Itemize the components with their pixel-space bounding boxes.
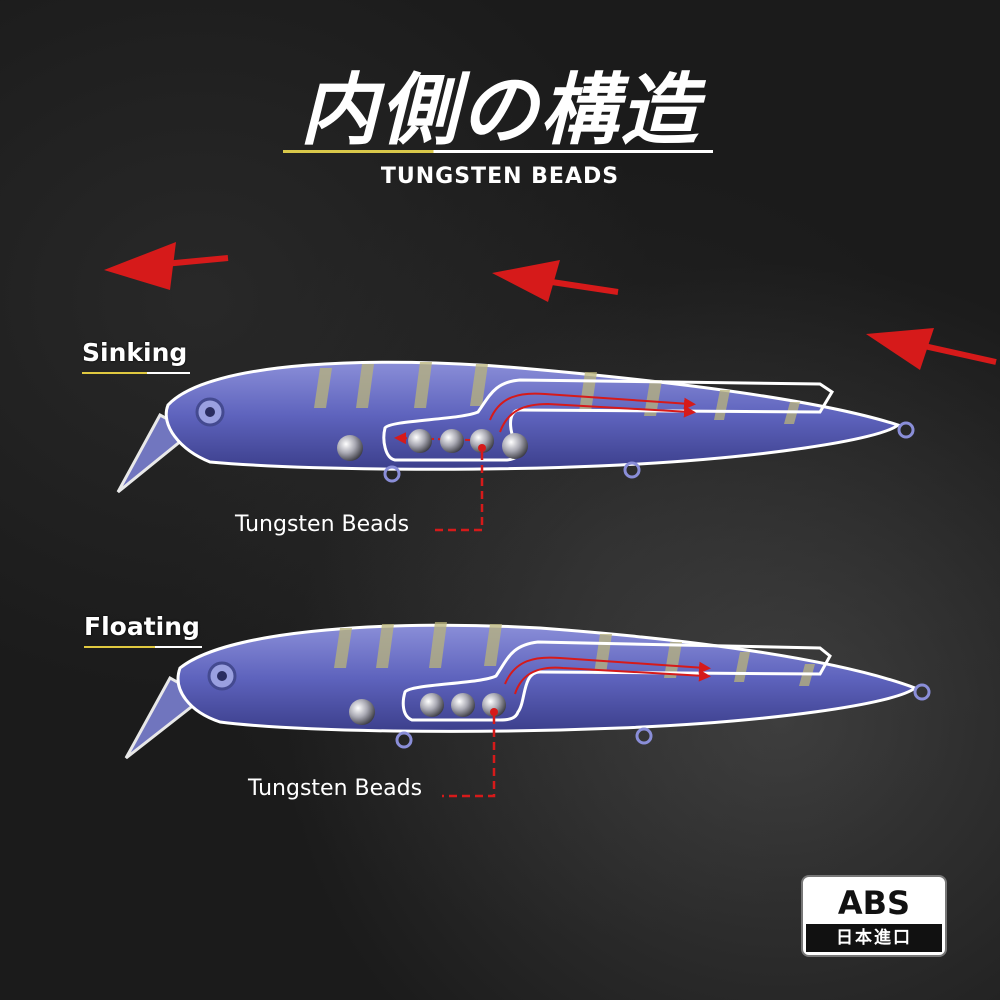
direction-arrow-icon: [492, 260, 619, 302]
tungsten-bead-icon: [440, 429, 464, 453]
tungsten-bead-icon: [408, 429, 432, 453]
floating-label-underline: [84, 646, 202, 648]
badge-material: ABS: [837, 884, 911, 922]
floating-label: Floating: [84, 612, 200, 641]
page-subtitle: TUNGSTEN BEADS: [380, 164, 620, 189]
material-badge: ABS 日本進口: [803, 877, 945, 955]
badge-origin: 日本進口: [806, 924, 942, 952]
floating-callout: Tungsten Beads: [248, 776, 423, 801]
tungsten-bead-icon: [470, 429, 494, 453]
tungsten-bead-icon: [451, 693, 475, 717]
floating-lure: [124, 622, 931, 798]
tungsten-bead-icon: [502, 433, 528, 459]
sinking-label-underline: [82, 372, 190, 374]
tungsten-bead-icon: [337, 435, 363, 461]
sinking-label: Sinking: [82, 338, 188, 367]
sinking-lure: [116, 360, 915, 532]
direction-arrow-icon: [104, 242, 229, 290]
tungsten-bead-icon: [482, 693, 506, 717]
tungsten-bead-icon: [420, 693, 444, 717]
direction-arrow-icon: [866, 328, 997, 370]
sinking-callout: Tungsten Beads: [235, 512, 410, 537]
title-underline: [283, 150, 713, 153]
tungsten-bead-icon: [349, 699, 375, 725]
page-title: 内側の構造: [299, 66, 700, 156]
